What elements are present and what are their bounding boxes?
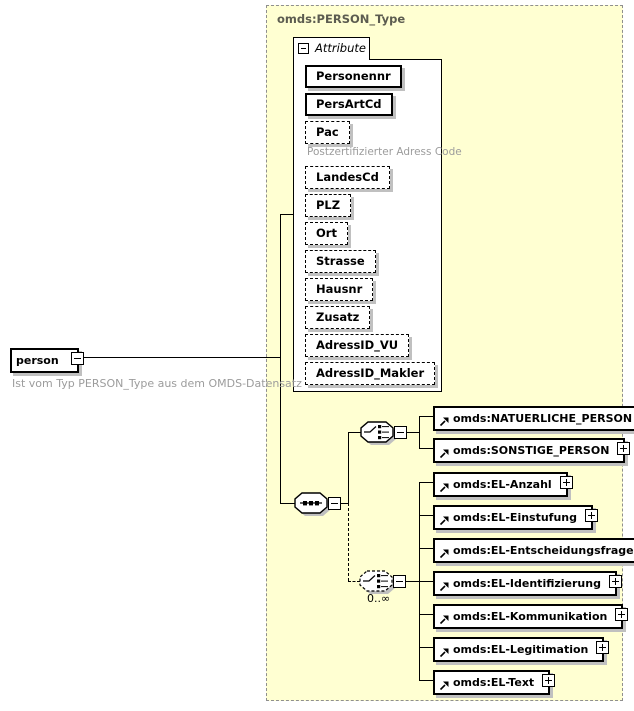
connector-person-trunk xyxy=(75,357,281,358)
attribute-plz[interactable]: PLZ xyxy=(305,194,352,217)
connector-b2-row4 xyxy=(419,581,433,582)
element-label: omds:SONSTIGE_PERSON xyxy=(453,444,610,457)
element-label: omds:EL-Text xyxy=(453,676,535,689)
attribute-pac[interactable]: Pac xyxy=(305,121,350,144)
connector-choice2-stub-dashed xyxy=(348,581,360,582)
expand-icon[interactable] xyxy=(542,674,556,687)
element-label: omds:EL-Legitimation xyxy=(453,643,589,656)
reference-arrow-icon xyxy=(439,483,449,493)
element-annotation: Ist vom Typ PERSON_Type aus dem OMDS-Dat… xyxy=(12,377,302,390)
optional-choice-icon[interactable] xyxy=(359,570,397,596)
reference-arrow-icon xyxy=(439,615,449,625)
reference-arrow-icon xyxy=(439,549,449,559)
occurrence-label: 0..∞ xyxy=(367,592,391,605)
reference-arrow-icon xyxy=(439,417,449,427)
attribute-zusatz[interactable]: Zusatz xyxy=(305,306,371,329)
connector-choice1-riser xyxy=(348,432,349,504)
expand-icon[interactable] xyxy=(585,509,599,522)
element-label: omds:EL-Anzahl xyxy=(453,478,552,491)
expand-icon[interactable] xyxy=(596,641,610,654)
sequence-icon[interactable] xyxy=(294,492,332,518)
element-el-text[interactable]: omds:EL-Text xyxy=(433,670,556,695)
attributes-tab-label: Attribute xyxy=(315,41,366,55)
connector-choice2-riser-dashed xyxy=(348,503,349,581)
expand-icon[interactable] xyxy=(559,476,573,489)
attribute-hausnr[interactable]: Hausnr xyxy=(305,278,374,301)
connector-b2-row2 xyxy=(419,515,433,516)
connector-branch1 xyxy=(419,416,420,449)
reference-arrow-icon xyxy=(439,516,449,526)
element-el-einstufung[interactable]: omds:EL-Einstufung xyxy=(433,505,599,530)
connector-b2-row3 xyxy=(419,548,433,549)
expand-icon[interactable] xyxy=(608,575,622,588)
element-label: omds:NATUERLICHE_PERSON xyxy=(453,412,633,425)
element-label: omds:EL-Einstufung xyxy=(453,511,578,524)
attributes-tab[interactable]: Attribute xyxy=(293,37,370,60)
reference-arrow-icon xyxy=(439,648,449,658)
connector-seq-stub xyxy=(280,503,295,504)
attribute-ort[interactable]: Ort xyxy=(305,222,348,245)
element-el-entscheidungsfrage[interactable]: omds:EL-Entscheidungsfrage xyxy=(433,538,634,563)
element-natuerliche-person[interactable]: omds:NATUERLICHE_PERSON xyxy=(433,406,634,431)
element-el-identifizierung[interactable]: omds:EL-Identifizierung xyxy=(433,571,622,596)
connector-b2-row6 xyxy=(419,647,433,648)
collapse-icon[interactable] xyxy=(298,43,309,54)
collapse-icon[interactable] xyxy=(393,575,406,588)
attribute-landescd[interactable]: LandesCd xyxy=(305,166,390,189)
connector-attr-stub xyxy=(280,214,294,215)
collapse-icon[interactable] xyxy=(70,352,84,365)
connector-choice1-stub xyxy=(348,432,361,433)
complex-type-title: omds:PERSON_Type xyxy=(277,12,406,26)
reference-arrow-icon xyxy=(439,449,449,459)
element-el-kommunikation[interactable]: omds:EL-Kommunikation xyxy=(433,604,629,629)
element-label: omds:EL-Entscheidungsfrage xyxy=(453,544,634,557)
expand-icon[interactable] xyxy=(617,442,631,455)
collapse-icon[interactable] xyxy=(394,426,407,439)
element-label: person xyxy=(16,354,59,367)
connector-choice1-out xyxy=(407,432,419,433)
attribute-strasse[interactable]: Strasse xyxy=(305,250,376,273)
reference-arrow-icon xyxy=(439,582,449,592)
reference-arrow-icon xyxy=(439,681,449,691)
connector-b1-row2 xyxy=(419,448,433,449)
connector-seq-out xyxy=(341,503,349,504)
element-sonstige-person[interactable]: omds:SONSTIGE_PERSON xyxy=(433,438,631,463)
element-el-anzahl[interactable]: omds:EL-Anzahl xyxy=(433,472,573,497)
attribute-persartcd[interactable]: PersArtCd xyxy=(305,93,393,116)
attribute-adressid-makler[interactable]: AdressID_Makler xyxy=(305,362,436,385)
connector-b2-row7 xyxy=(419,680,433,681)
element-label: omds:EL-Kommunikation xyxy=(453,610,608,623)
collapse-icon[interactable] xyxy=(328,497,341,510)
choice-icon[interactable] xyxy=(360,421,398,447)
attribute-personennr[interactable]: Personennr xyxy=(305,65,402,88)
connector-b2-row1 xyxy=(419,482,433,483)
attribute-adressid-vu[interactable]: AdressID_VU xyxy=(305,334,410,357)
connector-b2-row5 xyxy=(419,614,433,615)
element-el-legitimation[interactable]: omds:EL-Legitimation xyxy=(433,637,610,662)
attribute-note: Postzertifizierter Adress Code xyxy=(307,146,462,158)
connector-trunk xyxy=(280,214,281,504)
connector-b1-row1 xyxy=(419,416,433,417)
expand-icon[interactable] xyxy=(615,608,629,621)
element-person[interactable]: person xyxy=(10,348,84,373)
connector-choice2-out xyxy=(406,581,419,582)
element-label: omds:EL-Identifizierung xyxy=(453,577,601,590)
